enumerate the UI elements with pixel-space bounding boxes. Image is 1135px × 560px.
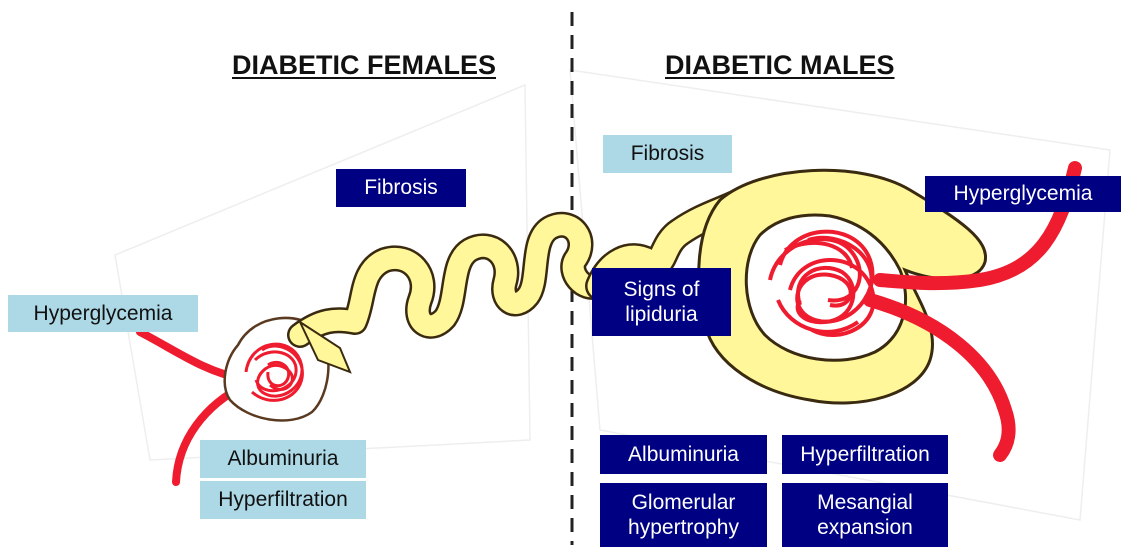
female-hyperglycemia-label: Hyperglycemia (8, 295, 198, 332)
male-hyperfiltration-label: Hyperfiltration (782, 435, 948, 474)
female-hyperfiltration-label: Hyperfiltration (200, 481, 366, 519)
male-glomerular-hypertrophy-label: Glomerular hypertrophy (600, 483, 767, 547)
male-albuminuria-label: Albuminuria (600, 435, 767, 474)
male-heading: DIABETIC MALES (665, 50, 895, 81)
female-fibrosis-label: Fibrosis (336, 169, 466, 207)
female-albuminuria-label: Albuminuria (200, 440, 366, 478)
male-fibrosis-label: Fibrosis (603, 135, 732, 173)
male-hyperglycemia-label: Hyperglycemia (925, 176, 1121, 212)
female-heading: DIABETIC FEMALES (232, 50, 496, 81)
male-mesangial-expansion-label: Mesangial expansion (782, 483, 948, 547)
male-lipiduria-label: Signs of lipiduria (592, 268, 731, 336)
